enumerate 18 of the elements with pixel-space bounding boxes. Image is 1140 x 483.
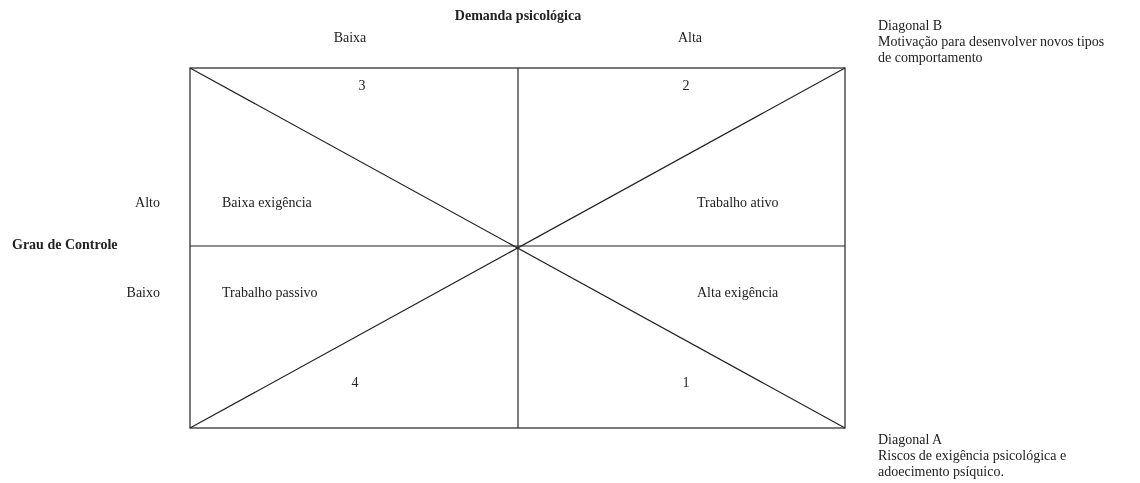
note-text: Motivação para desenvolver novos tipos de comportamento: [878, 34, 1106, 66]
quadrant-label: Trabalho passivo: [222, 285, 318, 301]
quadrant-number: 4: [351, 375, 359, 391]
quadrant-label: Trabalho ativo: [697, 195, 779, 211]
axis-label: Alta: [677, 30, 703, 46]
quadrant-number: 2: [682, 78, 690, 94]
note-heading: Diagonal B: [878, 18, 943, 34]
quadrant-label: Alta exigência: [697, 285, 779, 301]
quadrant-label: Baixa exigência: [222, 195, 312, 211]
quadrant-number: 1: [682, 375, 690, 391]
note-heading: Diagonal A: [878, 432, 943, 448]
axis-title: Demanda psicológica: [454, 8, 582, 24]
quadrant-number: 3: [358, 78, 366, 94]
axis-label: Baixa: [333, 30, 367, 46]
note-text: Riscos de exigência psicológica e adoecimento psíquico.: [878, 448, 1068, 480]
axis-label: Baixo: [126, 285, 160, 301]
axis-title: Grau de Controle: [12, 237, 118, 253]
axis-label: Alto: [135, 195, 160, 211]
